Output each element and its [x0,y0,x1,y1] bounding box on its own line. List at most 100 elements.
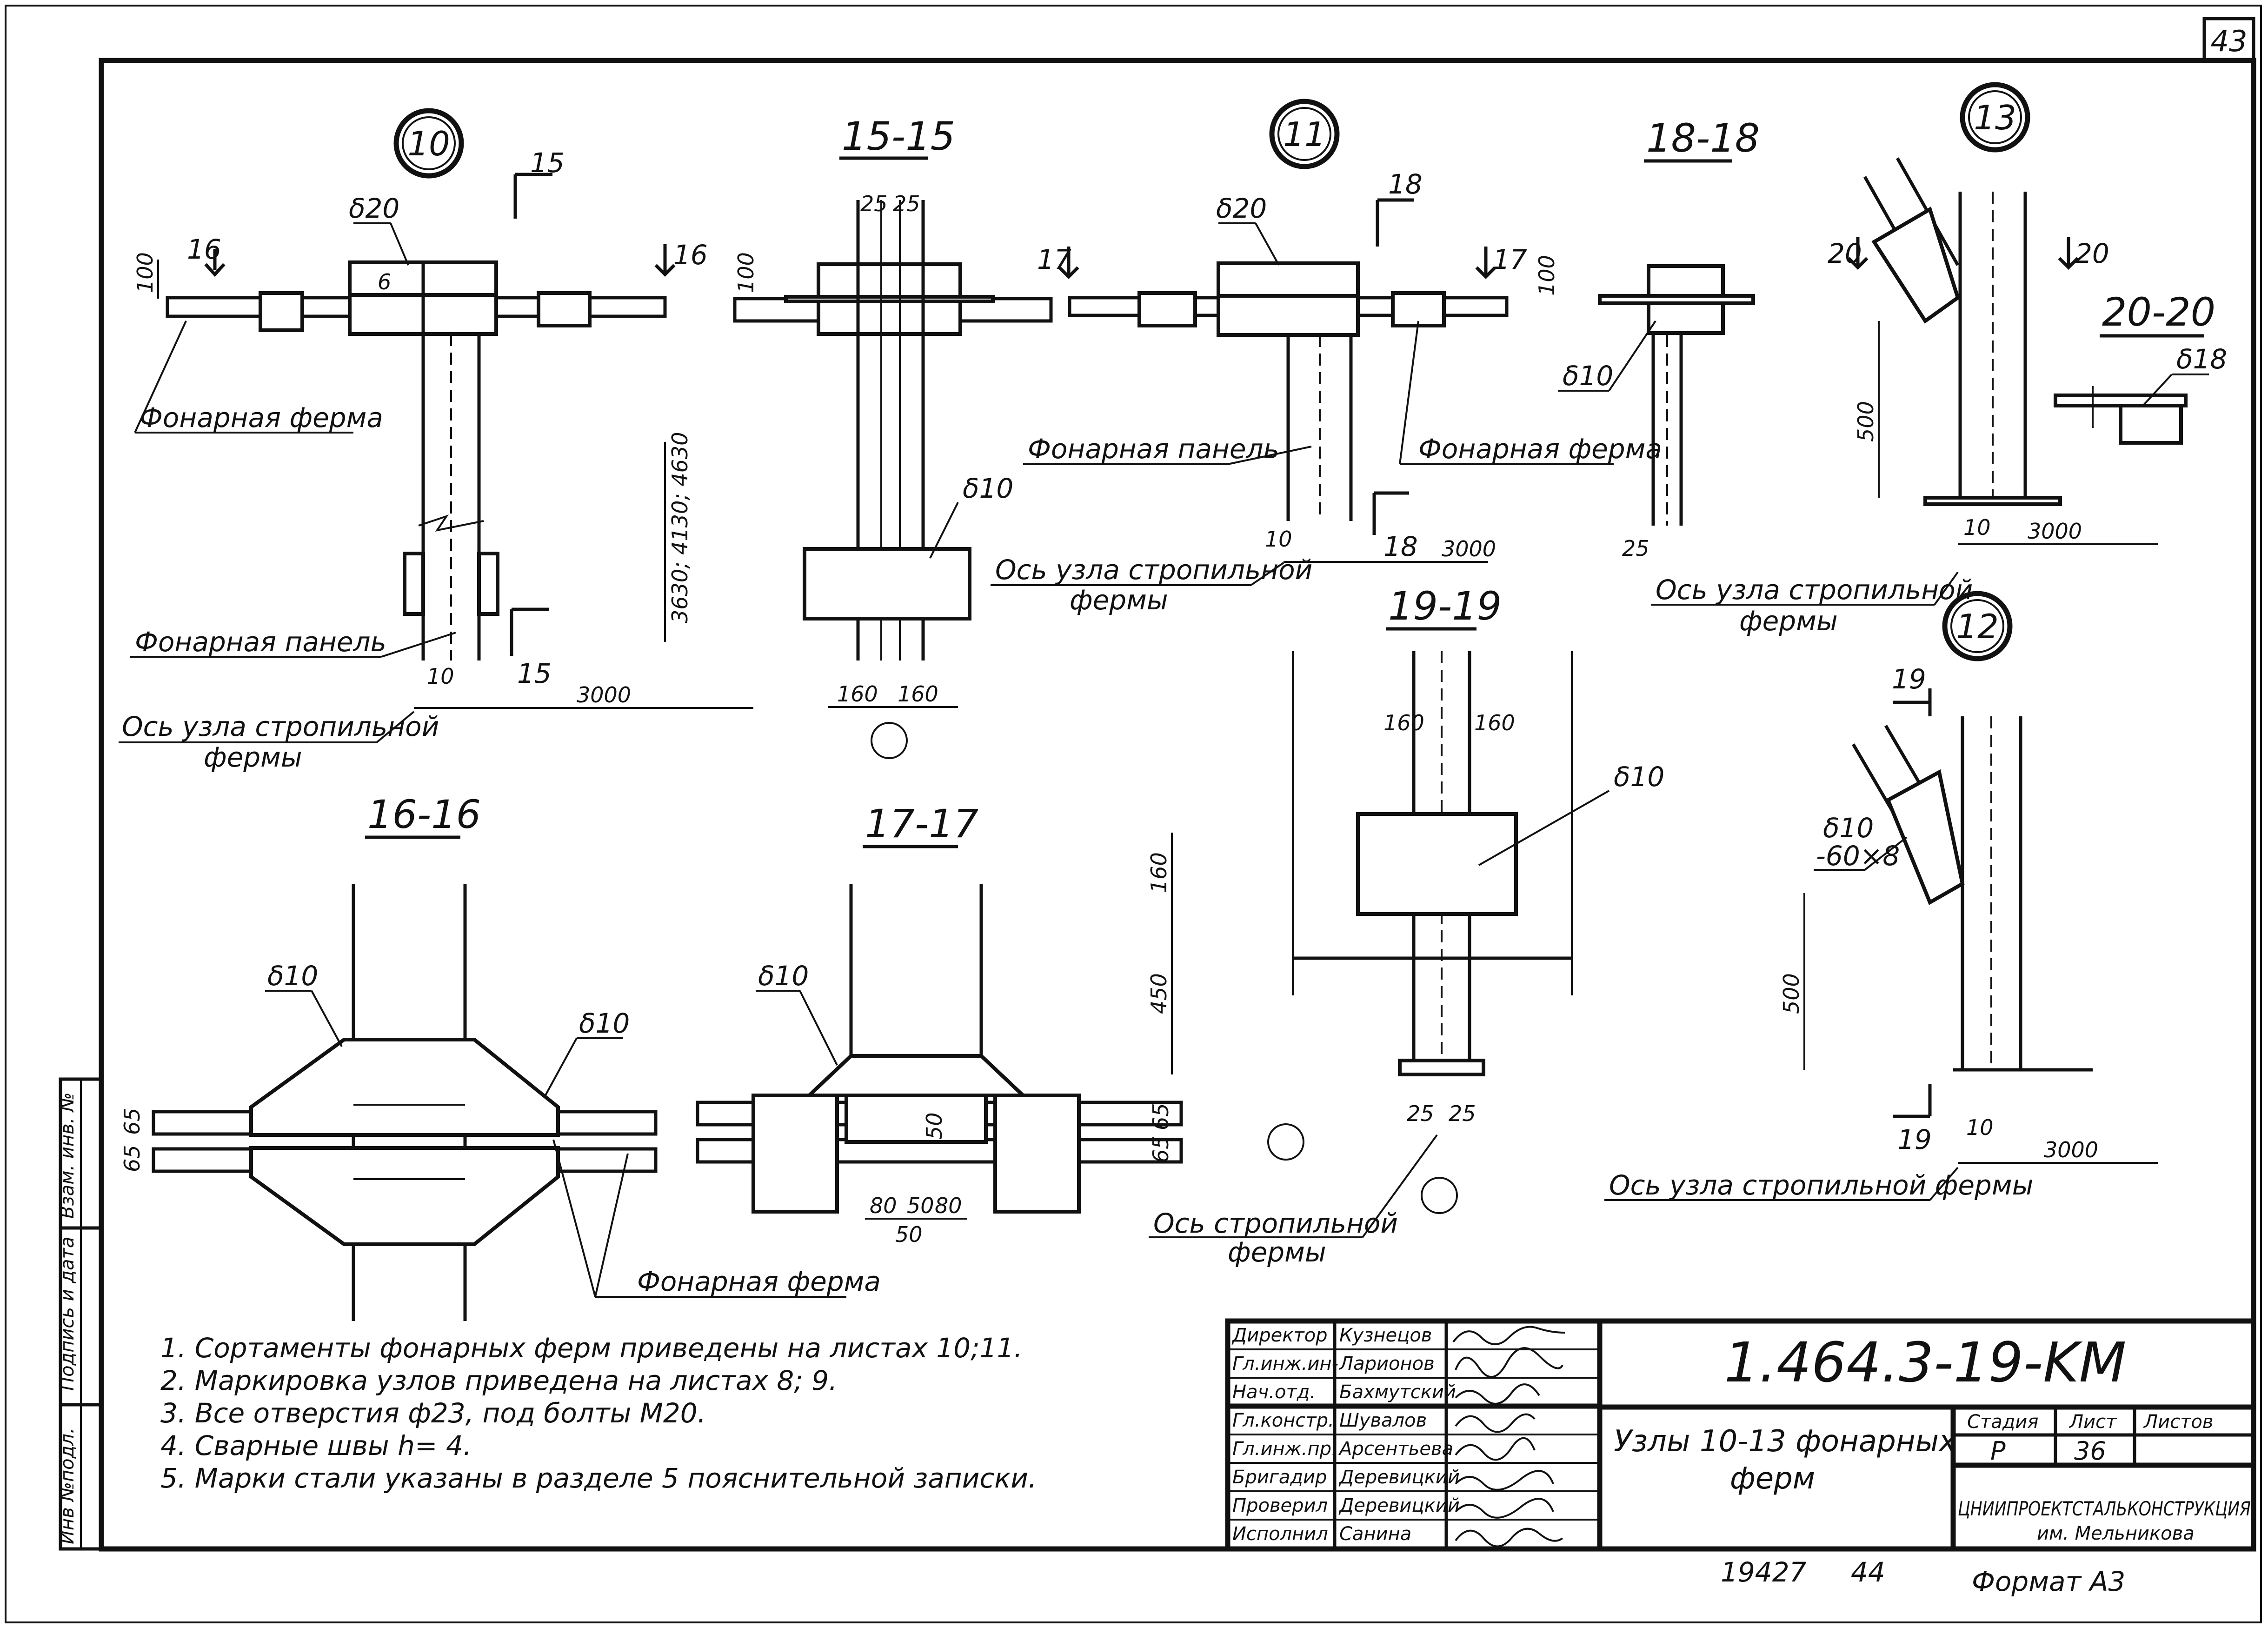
stamp-sign-date: Подпись и дата [57,1237,78,1391]
s17-label-s10: δ10 [758,960,809,992]
s15-dim-160a: 160 [837,681,878,707]
s18-label-rafter-axis-1: Ось узла стропильной [1656,574,1973,606]
n11-label-s20: δ20 [1216,193,1267,224]
stage-label: Стадия [1967,1411,2038,1433]
organization-sub: им. Мельникова [2037,1523,2195,1544]
page-number: 43 [2211,24,2248,58]
n10-dim-3000: 3000 [577,682,631,707]
n10-label-lantern-truss: Фонарная ферма [140,402,383,434]
page-number-box [2202,17,2255,62]
document-code: 1.464.3-19-KM [1724,1330,2127,1394]
s15-dim-25a: 25 [860,191,888,216]
section-15-15: 15-15 25 25 100 160 160 δ10 [733,113,1053,759]
note-3: 3. Все отверстия ф23, под болты М20. [160,1397,706,1429]
s18-dim-25: 25 [1622,536,1649,561]
section-17-title: 17-17 [865,801,978,847]
n12-dim-500: 500 [1779,973,1804,1014]
s18-label-rafter-axis-2: фермы [1739,605,1838,637]
archive-suffix: 44 [1851,1556,1885,1588]
s16-dim-65b: 65 [120,1145,145,1172]
name-1: Ларионов [1338,1353,1435,1374]
role-7: Исполнил [1232,1523,1328,1545]
name-5: Деревицкий [1338,1467,1460,1488]
node-11-number: 11 [1283,115,1326,154]
s17-dim-80a: 80 [870,1193,897,1218]
node-12-detail: 12 19 19 δ10 -60×8 500 3000 10 Ось узла … [1604,591,2158,1201]
n11-dim-3000: 3000 [1442,536,1496,561]
n10-label-rafter-axis-1: Ось узла стропильной [122,711,439,742]
s19-dim-160b: 160 [1474,710,1515,735]
n13-dim-500: 500 [1853,401,1878,442]
section-19-title: 19-19 [1388,583,1502,629]
s15-label-s10: δ10 [963,473,1013,504]
role-2: Нач.отд. [1232,1381,1316,1403]
section-18-title: 18-18 [1646,115,1760,161]
name-4: Арсентьева [1338,1438,1453,1460]
n10-label-6: 6 [378,269,391,294]
n13-dim-3000: 3000 [2028,519,2082,544]
section-19-19: 19-19 160 450 160 160 25 25 δ10 Ось стро… [1146,583,1664,1268]
note-5: 5. Марки стали указаны в разделе 5 поясн… [160,1462,1037,1494]
n11-cut-17-left: 17 [1037,244,1071,275]
n11-cut-18-top: 18 [1388,168,1423,200]
stage-value: Р [1990,1436,2006,1466]
node-10-number: 10 [407,124,450,163]
s17-dim-50b: 50 [895,1222,923,1247]
name-3: Шувалов [1339,1410,1427,1431]
role-3: Гл.констр. [1232,1410,1334,1431]
n11-label-rafter-axis-2: фермы [1070,584,1168,616]
section-17-17: 17-17 δ10 80 50 80 50 50 65 65 Фонарная … [552,801,1304,1298]
node-11-detail: 11 δ20 17 17 18 18 3000 10 Фонарная пане… [991,99,1662,616]
outer-frame [5,5,2262,1623]
note-2: 2. Маркировка узлов приведена на листах … [160,1365,838,1396]
s15-dim-25b: 25 [893,191,920,216]
role-4: Гл.инж.пр. [1232,1438,1337,1460]
role-5: Бригадир [1232,1467,1327,1488]
s19-label-axis-2: фермы [1228,1236,1326,1268]
n11-cut-18-bottom: 18 [1383,531,1418,562]
s16-label-s10-left: δ10 [267,960,318,992]
name-7: Санина [1339,1523,1411,1545]
name-6: Деревицкий [1338,1495,1460,1516]
s19-dim-25a: 25 [1407,1101,1434,1126]
sheet-label: Лист [2068,1411,2117,1433]
title-line-1: Узлы 10-13 фонарных [1614,1424,1957,1459]
name-0: Кузнецов [1339,1325,1432,1346]
node-12-number: 12 [1956,607,1999,646]
node-13-number: 13 [1974,98,2016,137]
side-stamp: Взам. инв. № Подпись и дата Инв №подл. [57,1077,103,1551]
s18-dim-100: 100 [1534,255,1559,296]
section-16-16: 16-16 δ10 δ10 65 65 [120,792,658,1321]
section-20-20: 20-20 δ18 [2054,289,2227,445]
s17-dim-80b: 80 [935,1193,962,1218]
s20-label-s18: δ18 [2176,343,2227,375]
name-2: Бахмутский [1339,1381,1456,1403]
archive-number: 19427 [1721,1556,1807,1588]
note-4: 4. Сварные швы h= 4. [160,1430,472,1461]
s16-dim-65a: 65 [120,1108,145,1135]
n11-label-lantern-panel: Фонарная панель [1028,433,1279,465]
inner-frame [99,58,2256,1552]
s17-dim-50a: 50 [907,1193,934,1218]
n11-label-lantern-truss: Фонарная ферма [1418,433,1662,465]
title-line-2: ферм [1730,1461,1815,1496]
n12-cut-19-top: 19 [1892,663,1926,695]
s19-dim-160-v: 160 [1146,852,1171,893]
sheets-label: Листов [2143,1411,2213,1433]
n12-dim-10: 10 [1966,1115,1994,1140]
section-18-18: 18-18 100 δ10 25 Ось узла стропильной фе… [1534,115,1973,637]
s19-dim-160a: 160 [1383,710,1424,735]
n12-label-strip: -60×8 [1816,840,1900,872]
s19-label-s10: δ10 [1614,761,1664,793]
n12-dim-3000: 3000 [2044,1137,2098,1162]
n10-dim-span: 3630; 4130; 4630 [667,432,692,623]
sheet-value: 36 [2074,1436,2106,1466]
n12-label-s10: δ10 [1823,812,1874,844]
n11-cut-17-right: 17 [1493,244,1527,275]
s18-label-s10: δ10 [1563,360,1613,392]
title-block: Директор Кузнецов Гл.инж.ин- Ларионов На… [1225,1318,2256,1552]
n13-cut-20-right: 20 [2075,238,2109,269]
s19-dim-25b: 25 [1449,1101,1476,1126]
s17-dim-65b: 65 [1148,1135,1173,1163]
